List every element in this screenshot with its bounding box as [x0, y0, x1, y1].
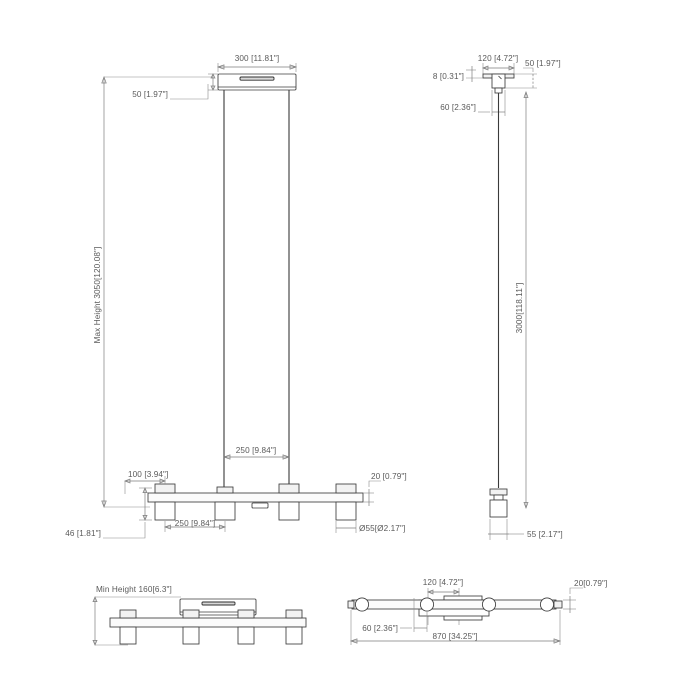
suspension-rods-front: [223, 90, 290, 492]
min-height-label: Min Height 160[6.3"]: [96, 585, 172, 594]
plan-bar-width-dimension: 60 [2.36"]: [362, 598, 428, 633]
max-height-dimension: Max Height 3050[120.08"]: [93, 75, 213, 509]
mount-box-dimension: 60 [2.36"]: [440, 90, 506, 116]
rod-spacing-label: 250 [9.84"]: [236, 446, 276, 455]
min-height-dimension: Min Height 160[6.3"]: [92, 585, 181, 646]
lamp-heads-min: [119, 609, 303, 645]
bar-thickness-dimension: 20 [0.79"]: [363, 472, 407, 506]
suspension-length-label: 3000[118.11"]: [515, 283, 524, 334]
fixture-depth-label: 55 [2.17"]: [527, 530, 563, 539]
canopy-width-label: 300 [11.81"]: [235, 54, 279, 63]
plan-lamp-circles: [354, 597, 555, 612]
canopy-total-height-label: 50 [1.97"]: [525, 59, 561, 68]
lamp-heads-front: [154, 483, 357, 521]
plate-thickness-dimension: 8 [0.31"]: [433, 66, 483, 82]
plan-overall-length-label: 870 [34.25"]: [432, 632, 477, 641]
plan-view: 120 [4.72"] 60 [2.36"]: [347, 578, 607, 645]
bar-thickness-label: 20 [0.79"]: [371, 472, 407, 481]
lamp-spacing-dimension: 250 [9.84"]: [163, 519, 227, 532]
mount-box-label: 60 [2.36"]: [440, 103, 476, 112]
plan-end-cap-dimension: 20[0.79"]: [563, 579, 607, 613]
fixture-bar-front: [147, 492, 364, 509]
lamp-diameter-dimension: Ø55[Ø2.17"]: [335, 521, 405, 533]
end-offset-label: 100 [3.94"]: [128, 470, 168, 479]
suspension-length-dimension: 3000[118.11"]: [515, 90, 529, 510]
canopy-depth-dimension: 120 [4.72"]: [478, 54, 518, 74]
plate-thickness-label: 8 [0.31"]: [433, 72, 464, 81]
plan-end-cap-label: 20[0.79"]: [574, 579, 607, 588]
canopy-height-label: 50 [1.97"]: [132, 90, 168, 99]
canopy-total-height-dimension: 50 [1.97"]: [505, 59, 561, 89]
end-offset-dimension: 100 [3.94"]: [124, 470, 168, 494]
bar-height-dimension: 46 [1.81"]: [65, 487, 152, 539]
plan-center-width-label: 120 [4.72"]: [423, 578, 463, 587]
lamp-spacing-label: 250 [9.84"]: [175, 519, 215, 528]
plan-bar-width-label: 60 [2.36"]: [362, 624, 398, 633]
plan-bar: [351, 599, 557, 610]
side-elevation-max-view: 120 [4.72"] 8 [0.31"] 50 [1.97"]: [433, 54, 563, 540]
min-height-elevation-view: Min Height 160[6.3"]: [92, 585, 307, 646]
lamp-diameter-label: Ø55[Ø2.17"]: [359, 524, 405, 533]
canopy-depth-label: 120 [4.72"]: [478, 54, 518, 63]
canopy-body: [217, 73, 297, 91]
front-elevation-max-view: Max Height 3050[120.08"] 300 [11.81"] 50…: [65, 54, 407, 539]
fixture-end-side: [489, 488, 508, 518]
plan-overall-length-dimension: 870 [34.25"]: [349, 610, 562, 645]
rod-spacing-dimension: 250 [9.84"]: [222, 446, 291, 460]
canopy-height-dimension: 50 [1.97"]: [132, 73, 218, 100]
canopy-mount-side: [482, 73, 515, 94]
fixture-depth-dimension: 55 [2.17"]: [488, 519, 563, 540]
max-height-label: Max Height 3050[120.08"]: [93, 247, 102, 344]
fixture-bar-min: [109, 617, 307, 628]
canopy-width-dimension: 300 [11.81"]: [216, 54, 298, 72]
bar-height-label: 46 [1.81"]: [65, 529, 101, 538]
